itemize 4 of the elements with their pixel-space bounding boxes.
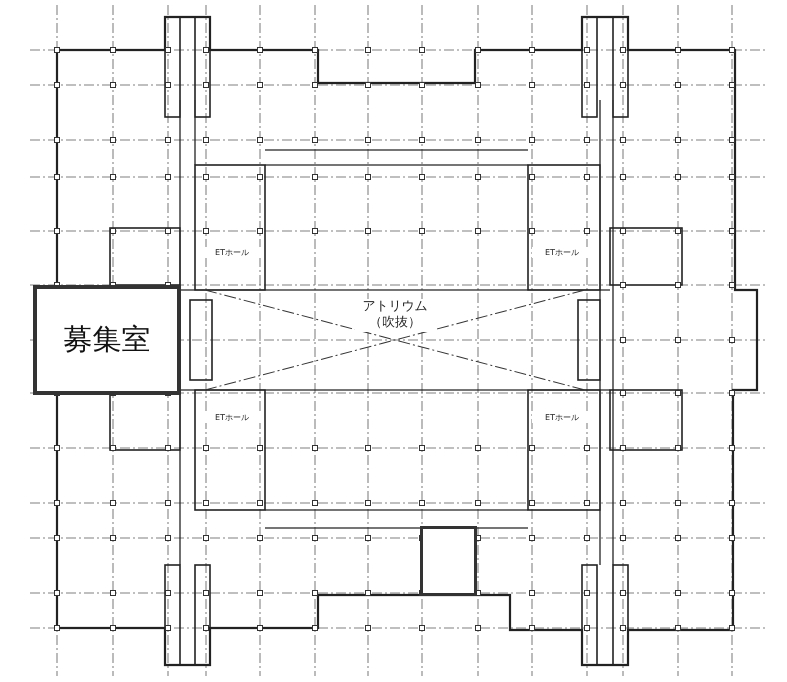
room-box	[33, 285, 181, 395]
room-name: 募集室	[64, 321, 150, 358]
room-label: アトリウム（吹抜）	[355, 299, 435, 332]
highlighted-room-box	[420, 526, 477, 596]
